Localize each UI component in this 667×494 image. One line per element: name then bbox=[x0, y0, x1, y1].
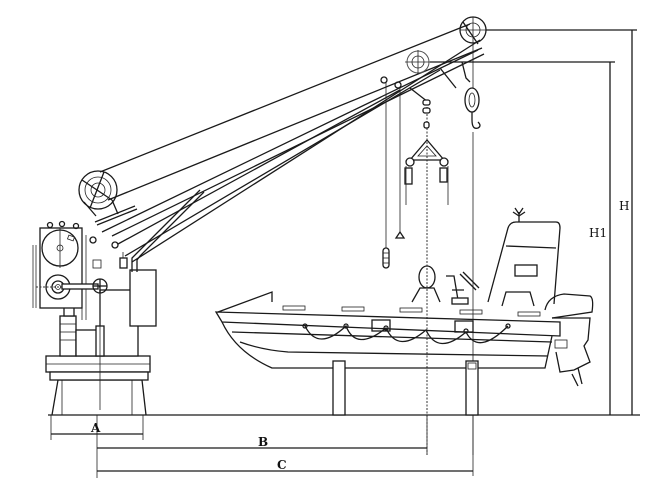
dimension-label-H1: H1 bbox=[589, 226, 607, 240]
hydraulic-motor bbox=[59, 301, 99, 357]
dimension-lines bbox=[50, 29, 637, 478]
boom-heel-sheave-icon bbox=[78, 170, 118, 210]
hook-icon bbox=[471, 112, 481, 129]
dimension-label-B: B bbox=[258, 435, 268, 449]
winch-assembly bbox=[32, 220, 100, 320]
outboard-motor bbox=[544, 293, 594, 387]
boat-id-plate bbox=[514, 264, 538, 277]
hook-block bbox=[461, 43, 481, 129]
davit-column bbox=[95, 189, 205, 357]
boat-chocks bbox=[332, 360, 479, 416]
rescue-boat bbox=[214, 207, 594, 387]
boom bbox=[78, 23, 485, 263]
dimension-label-C: C bbox=[277, 458, 287, 472]
top-sheave bbox=[459, 16, 487, 45]
dimension-label-A: A bbox=[90, 421, 101, 435]
davit-base bbox=[45, 355, 151, 416]
lower-sheave bbox=[89, 236, 128, 410]
lifting-frame bbox=[404, 99, 449, 205]
dimension-label-H: H bbox=[619, 199, 629, 213]
hanging-weights bbox=[382, 230, 406, 269]
